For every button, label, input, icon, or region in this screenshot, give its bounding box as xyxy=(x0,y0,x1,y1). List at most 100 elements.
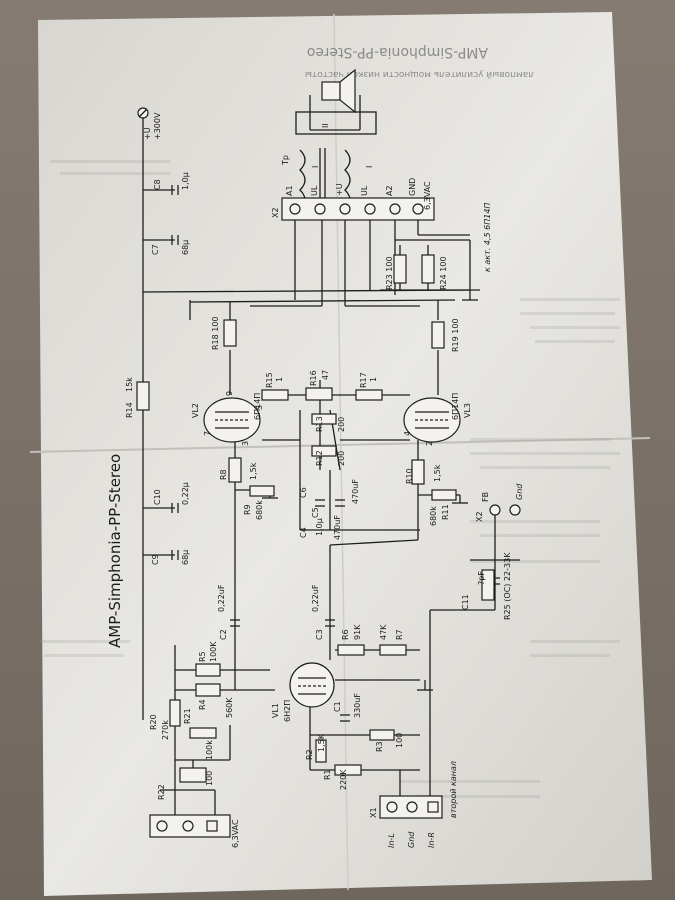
r3-label: R3 xyxy=(375,741,384,752)
c4-label: C4 xyxy=(299,527,308,538)
paper-fold xyxy=(29,437,651,453)
fb-label: FB xyxy=(481,492,490,502)
vl2-pin-3: 3 xyxy=(241,441,250,446)
resistor-r6 xyxy=(337,644,365,656)
resistor-r14 xyxy=(136,381,150,411)
vl1-label: VL1 xyxy=(271,703,280,718)
resistor-r7 xyxy=(379,644,407,656)
winding-label-2: II xyxy=(321,123,330,128)
bleed-through-text: AMP-Simphonia-PP-Stereo ламповый усилите… xyxy=(40,44,620,798)
resistor-r18 xyxy=(223,319,237,347)
vl3-pin-4: 4 xyxy=(403,431,412,436)
c6-label: C6 xyxy=(299,487,308,498)
c10-label: C10 xyxy=(153,489,162,505)
resistor-r2 xyxy=(315,739,327,763)
c10-value: 0,22µ xyxy=(181,482,190,505)
r20-label: R20 xyxy=(149,714,158,730)
supply-voltage-label: +300V xyxy=(153,112,162,140)
resistor-r3 xyxy=(369,729,395,741)
tube-vl3 xyxy=(403,397,461,443)
paper-sheet xyxy=(38,12,652,896)
x1-second-channel-note: второй канал xyxy=(449,761,458,818)
r5-label: R5 xyxy=(198,651,207,662)
r6-value: 91K xyxy=(353,624,362,640)
c1-label: C1 xyxy=(333,701,342,712)
x2-heater-note: к акт. 4,5 6П14П xyxy=(483,203,492,272)
terminal-gnd xyxy=(509,504,521,516)
c7-label: C7 xyxy=(151,244,160,255)
bleed-subtitle: ламповый усилитель мощности низкой часто… xyxy=(305,69,534,79)
r2-label: R2 xyxy=(305,749,314,760)
vl1-type: 6Н2П xyxy=(283,700,292,722)
r9-label: R9 xyxy=(243,504,252,515)
resistor-r21 xyxy=(189,727,217,739)
c2-value: 0,22uF xyxy=(217,584,226,612)
x2-pin-ul2: UL xyxy=(360,185,369,196)
resistor-r15 xyxy=(261,389,289,401)
r19-label: R19 100 xyxy=(451,318,460,352)
resistor-r8 xyxy=(228,457,242,483)
components xyxy=(136,68,521,838)
r3-value: 100 xyxy=(395,733,404,748)
resistor-r9 xyxy=(249,485,275,497)
r15-value: 1 xyxy=(275,377,284,382)
r23-label: R23 100 xyxy=(385,256,394,290)
r11-label: R11 xyxy=(441,504,450,520)
r24-label: R24 100 xyxy=(439,256,448,290)
supply-node-label: +U xyxy=(143,127,152,140)
sheet-title: AMP-Simphonia-PP-Stereo xyxy=(106,454,124,648)
resistor-r20 xyxy=(169,699,181,727)
speaker-icon xyxy=(321,68,356,114)
r1-value: 220K xyxy=(339,769,348,790)
vl2-pin-5: 5 xyxy=(255,405,264,410)
x2-pin-ul1: UL xyxy=(310,185,319,196)
x2-pin-gnd: GND xyxy=(408,178,417,196)
resistor-r25 xyxy=(481,569,495,601)
c11-label: C11 xyxy=(461,594,470,610)
resistor-r19 xyxy=(431,321,445,349)
r8-value: 1,5k xyxy=(249,462,258,480)
r12-value: 200 xyxy=(337,451,346,466)
resistor-r11 xyxy=(431,489,457,501)
c8-label: C8 xyxy=(153,179,162,190)
tube-vl2 xyxy=(203,397,261,443)
c11-value: ?pF xyxy=(477,571,486,585)
x1-pin-inl: In-L xyxy=(387,833,396,848)
x1-pin-gnd: Gnd xyxy=(407,831,416,848)
r10-value: 1,5k xyxy=(433,464,442,482)
r4-label: R4 xyxy=(198,699,207,710)
c6-value: 470uF xyxy=(351,479,360,504)
r14-label: R14 xyxy=(125,402,134,418)
winding-label-3: I xyxy=(365,166,374,168)
x2-pin-a1: A1 xyxy=(285,185,294,196)
resistor-r12 xyxy=(311,445,337,457)
resistor-r22 xyxy=(179,767,207,783)
r7-label: R7 xyxy=(395,629,404,640)
r21-value: 100k xyxy=(205,740,214,760)
vl3-label: VL3 xyxy=(463,403,472,418)
resistor-r24 xyxy=(421,254,435,284)
x2b-label: X2 xyxy=(475,511,484,522)
vl2-type: 6П14П xyxy=(253,393,262,420)
r5-value: 100K xyxy=(209,641,218,662)
transformer-label: Tp xyxy=(281,155,290,166)
r18-label: R18 100 xyxy=(211,316,220,350)
x2-pin-u: +U xyxy=(335,183,344,196)
c2-label: C2 xyxy=(219,629,228,640)
resistor-r4 xyxy=(195,683,221,697)
vl3-type: 6П14П xyxy=(451,393,460,420)
connector-x2-block xyxy=(281,197,435,221)
r1-label: R1 xyxy=(323,769,332,780)
c5-label: C5 xyxy=(311,507,320,518)
r9-value: 680k xyxy=(255,500,264,520)
c9-label: C9 xyxy=(151,554,160,565)
r12-label: R12 xyxy=(315,450,324,466)
wiring xyxy=(142,95,520,820)
c7-value: 68µ xyxy=(181,240,190,255)
x2-pin-a2: A2 xyxy=(385,185,394,196)
tube-vl1 xyxy=(289,662,335,708)
gnd-label-fb: Gnd xyxy=(515,483,524,500)
r2-value: 1,5K xyxy=(317,733,326,752)
resistor-r10 xyxy=(411,459,425,485)
